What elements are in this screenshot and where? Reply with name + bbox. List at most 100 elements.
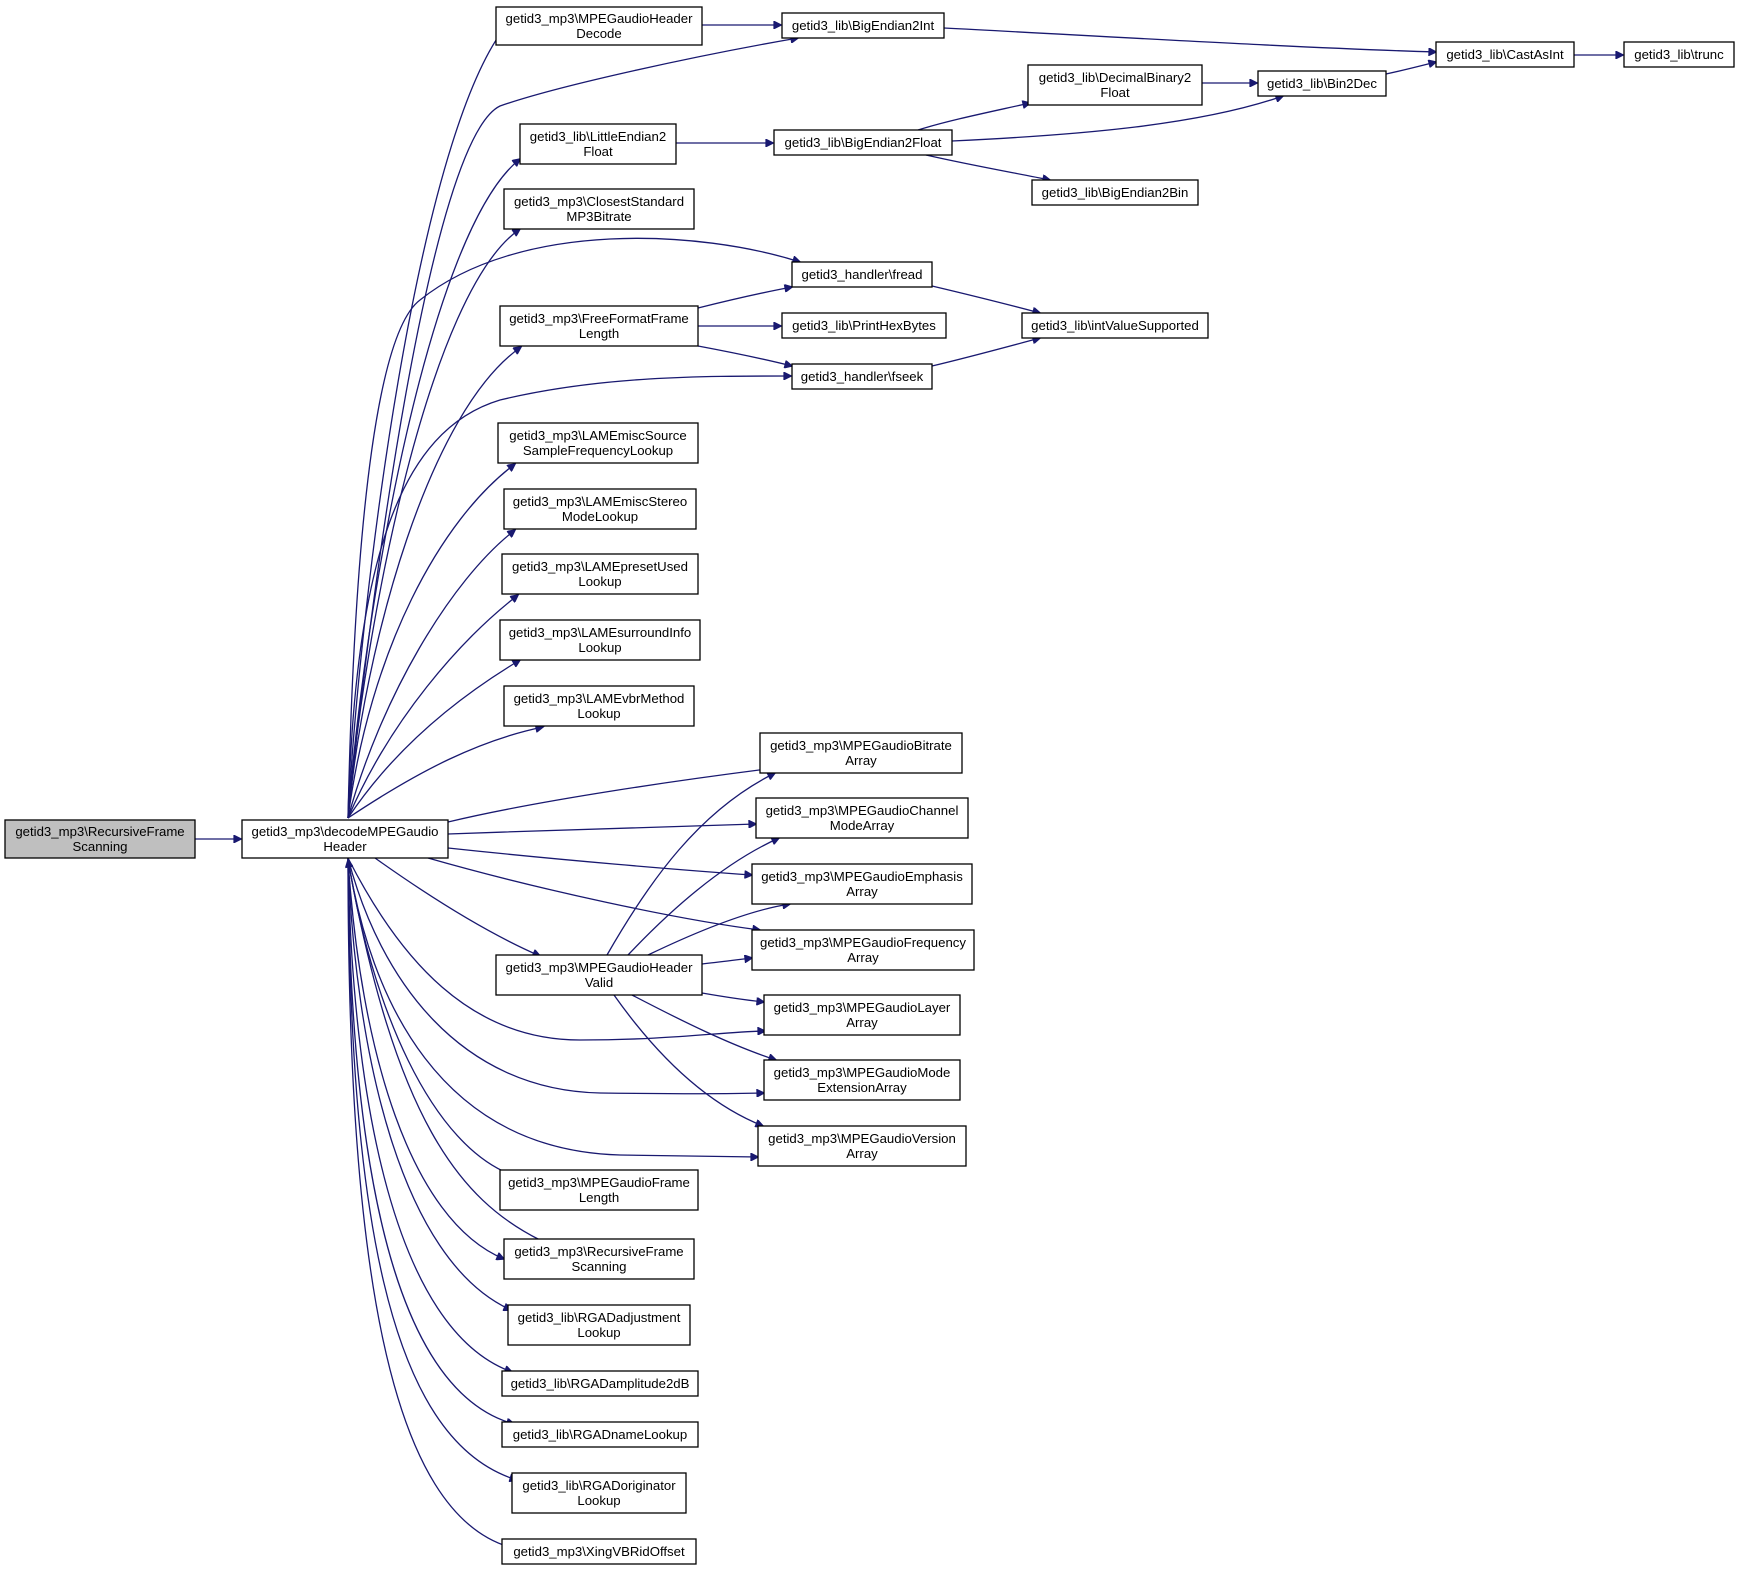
node-trunc[interactable]: getid3_lib\trunc bbox=[1623, 41, 1735, 68]
node-box bbox=[495, 954, 703, 996]
node-box bbox=[1435, 41, 1575, 68]
node-bigEndian2Float[interactable]: getid3_lib\BigEndian2Float bbox=[773, 129, 953, 156]
node-label-line: Scanning bbox=[572, 1259, 627, 1274]
edge-decodeMPEG-to-lameStereo bbox=[347, 530, 515, 819]
node-label-line: getid3_mp3\LAMEpresetUsed bbox=[512, 559, 688, 574]
node-rgaName[interactable]: getid3_lib\RGADnameLookup bbox=[501, 1421, 699, 1448]
edge-fseek-to-intValueSupported bbox=[931, 338, 1040, 367]
node-printHexBytes[interactable]: getid3_lib\PrintHexBytes bbox=[781, 312, 947, 339]
edge-decodeMPEG-to-lamePreset bbox=[347, 595, 518, 819]
edge-mpegHeaderValid-to-mpegLayer bbox=[701, 992, 764, 1002]
edge-decodeMPEG-to-lameSurround bbox=[347, 660, 520, 819]
node-label-line: getid3_lib\DecimalBinary2 bbox=[1039, 70, 1191, 85]
node-box bbox=[763, 1059, 961, 1101]
node-intValueSupported[interactable]: getid3_lib\intValueSupported bbox=[1021, 312, 1209, 339]
node-box bbox=[501, 1538, 697, 1565]
edge-decodeMPEG-to-mpegChannel bbox=[447, 824, 756, 835]
node-rgaAmplitude[interactable]: getid3_lib\RGADamplitude2dB bbox=[501, 1370, 699, 1397]
node-box bbox=[501, 553, 699, 595]
node-label-line: getid3_mp3\FreeFormatFrame bbox=[509, 311, 689, 326]
node-label-line: Lookup bbox=[577, 1325, 620, 1340]
edge-bigEndian2Float-to-bigEndian2Bin bbox=[925, 154, 1050, 180]
edge-bin2Dec-to-castAsInt bbox=[1385, 62, 1436, 75]
node-label-line: getid3_lib\RGADoriginator bbox=[522, 1478, 676, 1493]
node-label-line: getid3_mp3\MPEGaudioFrequency bbox=[760, 935, 966, 950]
edge-fread-to-intValueSupported bbox=[931, 285, 1040, 313]
edge-decodeMPEG-to-mpegVersion bbox=[347, 857, 758, 1157]
node-bigEndian2Int[interactable]: getid3_lib\BigEndian2Int bbox=[781, 12, 945, 39]
node-label-line: getid3_handler\fseek bbox=[801, 369, 924, 384]
edge-mpegHeaderValid-to-mpegBitrate bbox=[606, 773, 775, 956]
node-label-line: getid3_lib\PrintHexBytes bbox=[792, 318, 936, 333]
node-box bbox=[791, 261, 933, 288]
node-box bbox=[499, 1169, 699, 1211]
node-label-line: Float bbox=[583, 144, 613, 159]
node-fread[interactable]: getid3_handler\fread bbox=[791, 261, 933, 288]
node-fseek[interactable]: getid3_handler\fseek bbox=[791, 363, 933, 390]
node-box bbox=[751, 929, 975, 971]
node-label-line: getid3_mp3\MPEGaudioBitrate bbox=[770, 738, 952, 753]
node-xingVBR[interactable]: getid3_mp3\XingVBRidOffset bbox=[501, 1538, 697, 1565]
node-label-line: getid3_mp3\MPEGaudioChannel bbox=[766, 803, 959, 818]
node-box bbox=[501, 1370, 699, 1397]
node-lameSource[interactable]: getid3_mp3\LAMEmiscSourceSampleFrequency… bbox=[497, 422, 699, 464]
node-label-line: getid3_lib\RGADnameLookup bbox=[513, 1427, 687, 1442]
node-label-line: getid3_mp3\MPEGaudioEmphasis bbox=[761, 869, 963, 884]
node-label-line: Valid bbox=[585, 975, 613, 990]
node-label-line: Array bbox=[845, 753, 877, 768]
edge-bigEndian2Float-to-bin2Dec bbox=[951, 96, 1283, 142]
node-box bbox=[751, 863, 973, 905]
node-label-line: MP3Bitrate bbox=[566, 209, 631, 224]
node-box bbox=[755, 797, 969, 839]
node-label-line: Array bbox=[846, 884, 878, 899]
node-label-line: ModeArray bbox=[830, 818, 895, 833]
node-label-line: getid3_mp3\MPEGaudioMode bbox=[774, 1065, 951, 1080]
node-label-line: ExtensionArray bbox=[817, 1080, 907, 1095]
node-label-line: Array bbox=[847, 950, 879, 965]
edge-decodeMPEG-to-rgaName bbox=[347, 857, 514, 1424]
node-bin2Dec[interactable]: getid3_lib\Bin2Dec bbox=[1257, 70, 1387, 97]
node-box bbox=[781, 12, 945, 39]
node-label-line: Length bbox=[579, 1190, 619, 1205]
node-label-line: getid3_mp3\MPEGaudioHeader bbox=[506, 11, 694, 26]
node-label-line: getid3_lib\RGADamplitude2dB bbox=[511, 1376, 690, 1391]
node-castAsInt[interactable]: getid3_lib\CastAsInt bbox=[1435, 41, 1575, 68]
node-box bbox=[757, 1125, 967, 1167]
node-box bbox=[781, 312, 947, 339]
node-label-line: getid3_mp3\ClosestStandard bbox=[514, 194, 684, 209]
node-label-line: getid3_mp3\LAMEvbrMethod bbox=[514, 691, 685, 706]
node-label-line: getid3_lib\trunc bbox=[1634, 47, 1724, 62]
edge-decodeMPEG-to-mpegFrequency bbox=[427, 857, 760, 930]
node-label-line: getid3_mp3\RecursiveFrame bbox=[514, 1244, 683, 1259]
node-label-line: getid3_lib\Bin2Dec bbox=[1267, 76, 1377, 91]
edge-bigEndian2Int-to-castAsInt bbox=[943, 27, 1436, 52]
edge-bigEndian2Float-to-decimalBinary2Float bbox=[917, 103, 1030, 131]
node-bigEndian2Bin[interactable]: getid3_lib\BigEndian2Bin bbox=[1031, 179, 1199, 206]
node-label-line: getid3_lib\CastAsInt bbox=[1446, 47, 1564, 62]
node-label-line: getid3_mp3\MPEGaudioVersion bbox=[768, 1131, 956, 1146]
node-box bbox=[519, 123, 677, 165]
